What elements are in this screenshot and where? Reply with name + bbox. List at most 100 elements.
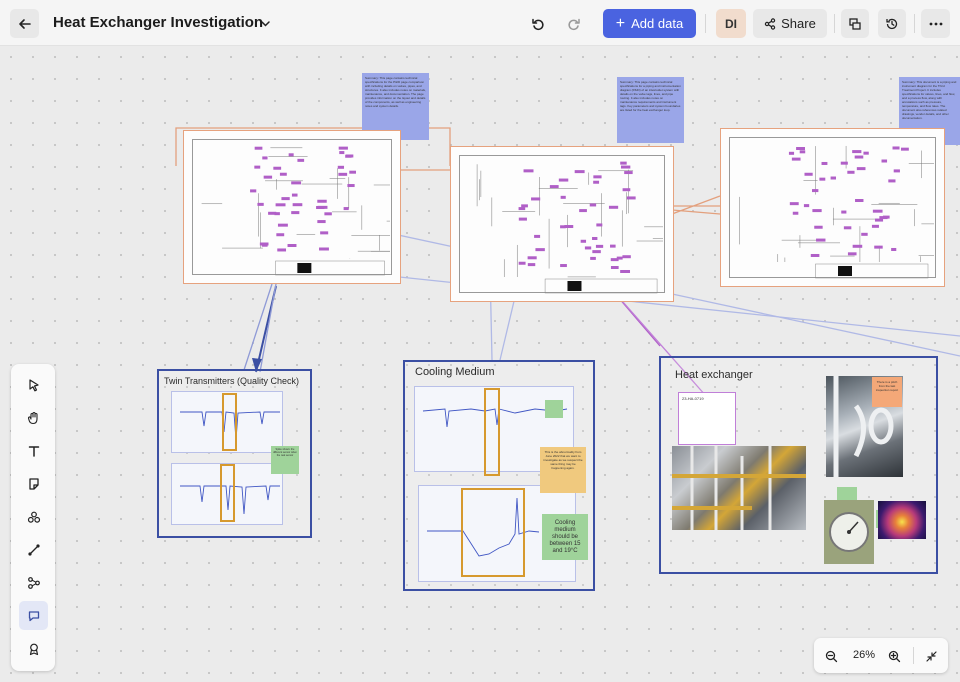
summary-note-text: Summary: This document is a piping and i… (902, 80, 957, 120)
equipment-tag (590, 256, 596, 260)
equipment-tag (560, 225, 566, 229)
sticky-note-green-small[interactable] (545, 400, 563, 418)
sticky-note-orange[interactable]: This is the abnormality from June 2022 t… (540, 447, 586, 493)
title-menu-button[interactable] (254, 9, 276, 38)
user-avatar[interactable]: DI (716, 9, 746, 38)
present-button[interactable] (841, 9, 869, 38)
manometer-photo[interactable] (824, 500, 874, 564)
zoom-in-button[interactable] (884, 646, 904, 666)
sticky-note-text: Spike shows: the different sensor when t… (273, 448, 297, 457)
equipment-tag (531, 197, 541, 201)
heat-exchanger-photo[interactable] (672, 446, 806, 530)
equipment-tag (589, 203, 597, 207)
anomaly-highlight[interactable] (484, 388, 500, 476)
chevron-down-icon (260, 21, 270, 27)
equipment-tag (799, 150, 806, 154)
anomaly-highlight[interactable] (222, 393, 237, 451)
pid-drawing-3[interactable] (720, 128, 945, 287)
sticky-note-tool[interactable] (19, 469, 48, 498)
diagram-icon (27, 576, 40, 589)
sticky-note-orange[interactable]: There is a pitch from the last inspectio… (872, 377, 902, 407)
back-button[interactable] (10, 9, 39, 38)
equipment-tag (593, 180, 600, 184)
equipment-tag (281, 197, 290, 201)
equipment-tag (527, 256, 537, 260)
comment-tool[interactable] (19, 601, 48, 630)
more-menu-button[interactable] (921, 9, 950, 38)
history-icon (886, 18, 898, 29)
equipment-tag (620, 269, 631, 273)
select-tool[interactable] (19, 370, 48, 399)
hand-tool[interactable] (19, 403, 48, 432)
redo-icon (568, 18, 580, 30)
add-data-button[interactable]: + Add data (603, 9, 696, 38)
equipment-tag (584, 246, 592, 250)
pipe-shapes (833, 376, 894, 477)
thermal-image[interactable] (878, 501, 926, 539)
equipment-tag (620, 165, 631, 169)
connector-tool[interactable] (19, 535, 48, 564)
equipment-tag (595, 244, 604, 248)
equipment-tag-card[interactable]: 23-HA-0719 (678, 392, 736, 445)
equipment-tag (277, 223, 288, 227)
redacted-block (567, 281, 582, 291)
divider (834, 14, 835, 33)
text-tool[interactable] (19, 436, 48, 465)
frame-heat-exchanger[interactable]: Heat exchanger 23-HA-0719 There is a pit… (659, 356, 938, 574)
summary-note[interactable]: Summary: This page contains technical sp… (617, 77, 684, 143)
summary-note[interactable]: Summary: This page contains technical sp… (362, 73, 429, 140)
trend-chart[interactable] (171, 463, 283, 525)
undo-button[interactable] (526, 9, 550, 38)
equipment-tag (574, 170, 585, 174)
equipment-tag (830, 176, 837, 180)
equipment-tag (518, 217, 527, 221)
zoom-out-button[interactable] (821, 646, 841, 666)
pid-drawing-2[interactable] (450, 146, 674, 302)
equipment-tag (622, 255, 631, 259)
equipment-tag (339, 151, 345, 155)
equipment-tag (812, 189, 819, 193)
history-button[interactable] (878, 9, 906, 38)
sticky-note-green-small[interactable] (837, 487, 857, 503)
divider (913, 647, 914, 664)
sticky-note-green[interactable]: Cooling medium should be between 15 and … (542, 514, 588, 560)
equipment-tags (201, 146, 390, 276)
share-icon (764, 17, 776, 30)
equipment-tag (620, 161, 627, 165)
sticky-note-text: There is a pitch from the last inspectio… (875, 380, 899, 392)
trend-chart[interactable] (171, 391, 283, 453)
redo-button[interactable] (562, 9, 586, 38)
anomaly-highlight[interactable] (220, 464, 235, 522)
equipment-tag (788, 151, 795, 155)
title-block (544, 278, 658, 294)
pid-drawing-1[interactable] (183, 130, 401, 284)
equipment-tag (626, 196, 636, 200)
frame-twin-transmitters[interactable]: Twin Transmitters (Quality Check) Spike … (157, 369, 312, 538)
zoom-out-icon (825, 650, 837, 662)
frame-cooling-medium[interactable]: Cooling Medium This is the abnormality f… (403, 360, 595, 591)
equipment-tag (291, 193, 298, 197)
equipment-tag (610, 244, 616, 248)
equipment-tag (527, 263, 536, 267)
anomaly-highlight[interactable] (461, 488, 525, 577)
diagram-tool[interactable] (19, 568, 48, 597)
equipment-tag (279, 172, 287, 176)
shapes-tool[interactable] (19, 502, 48, 531)
equipment-tag (580, 239, 587, 243)
equipment-tag (592, 236, 598, 240)
collapse-icon (925, 650, 937, 662)
share-button[interactable]: Share (753, 9, 827, 38)
equipment-tag (610, 266, 619, 270)
equipment-tag (592, 250, 601, 254)
comment-icon (28, 610, 39, 621)
equipment-tag (791, 157, 801, 161)
equipment-tag (874, 218, 884, 222)
gauge-icon (829, 512, 869, 552)
equipment-tag (287, 244, 297, 248)
stamp-tool[interactable] (19, 634, 48, 663)
equipment-tag (319, 247, 329, 251)
fit-to-screen-button[interactable] (921, 646, 941, 666)
equipment-tag (521, 204, 528, 208)
sticky-note-green[interactable]: Spike shows: the different sensor when t… (271, 446, 299, 474)
whiteboard-canvas[interactable]: Summary: This page contains technical sp… (0, 46, 960, 682)
